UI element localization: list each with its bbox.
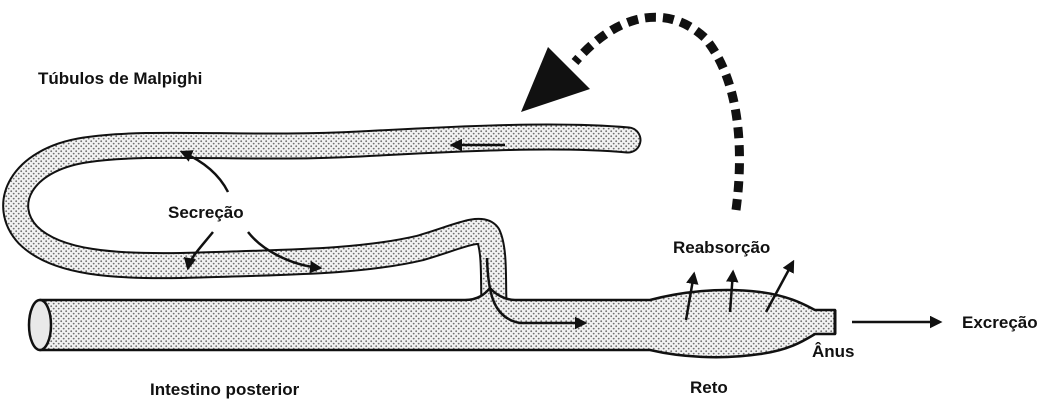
return-dashed-arrow (521, 17, 739, 210)
hindgut-opening (29, 300, 51, 350)
malpighian-tubules-label: Túbulos de Malpighi (38, 69, 202, 88)
reabsorption-label: Reabsorção (673, 238, 770, 257)
malpighian-tubule (16, 137, 628, 302)
hindgut-label: Intestino posterior (150, 380, 300, 399)
hindgut-and-rectum (29, 288, 835, 357)
return-arrowhead (521, 47, 590, 112)
secretion-label: Secreção (168, 203, 244, 222)
anus-label: Ânus (812, 342, 855, 361)
rectum-label: Reto (690, 378, 728, 397)
excretion-label: Excreção (962, 313, 1038, 332)
